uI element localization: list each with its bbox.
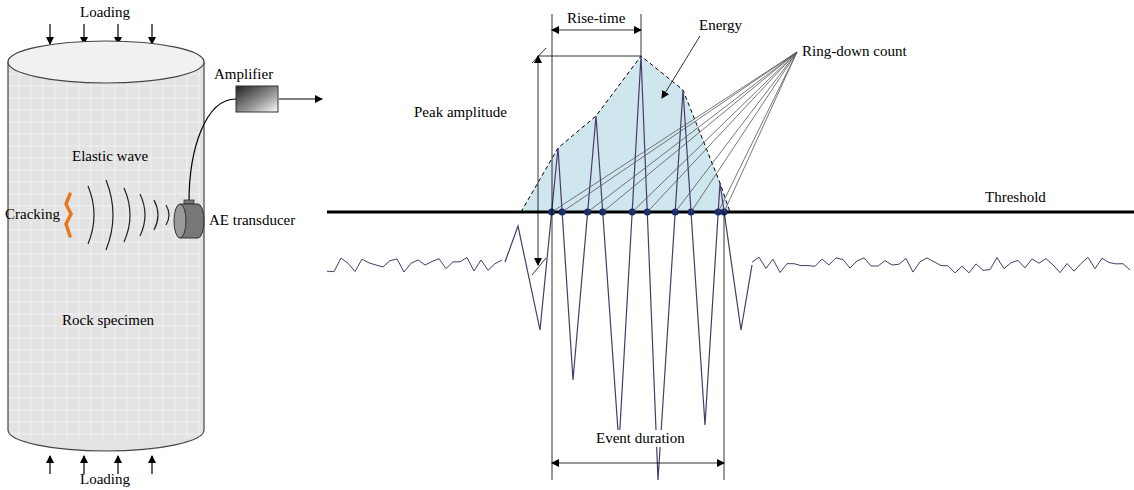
threshold-label: Threshold bbox=[985, 189, 1046, 206]
ring-count-label: Ring-down count bbox=[800, 43, 909, 60]
crack-label: Cracking bbox=[5, 206, 60, 223]
ring-leader bbox=[562, 52, 797, 212]
ring-leader bbox=[718, 52, 797, 212]
ring-leader bbox=[724, 52, 797, 212]
cylinder-outline bbox=[7, 40, 205, 452]
ring-leader bbox=[552, 52, 797, 212]
specimen-label: Rock specimen bbox=[62, 312, 154, 329]
duration-label: Event duration bbox=[594, 430, 687, 447]
peak-amplitude-label: Peak amplitude bbox=[414, 104, 507, 121]
energy-label: Energy bbox=[697, 17, 744, 34]
ring-leader bbox=[647, 52, 797, 212]
rock-specimen: Elastic waveRock specimen bbox=[7, 40, 205, 452]
load-label: Loading bbox=[80, 471, 130, 488]
wave-label: Elastic wave bbox=[72, 148, 148, 165]
ring-leader bbox=[691, 52, 797, 212]
ring-leader bbox=[603, 52, 797, 212]
load-label: Loading bbox=[80, 4, 130, 21]
amplifier-label: Amplifier bbox=[214, 66, 273, 83]
ring-leader bbox=[588, 52, 797, 212]
ring-leader bbox=[632, 52, 797, 212]
rise-time-label: Rise-time bbox=[565, 10, 627, 27]
ring-leader bbox=[675, 52, 797, 212]
transducer-label: AE transducer bbox=[209, 212, 295, 229]
